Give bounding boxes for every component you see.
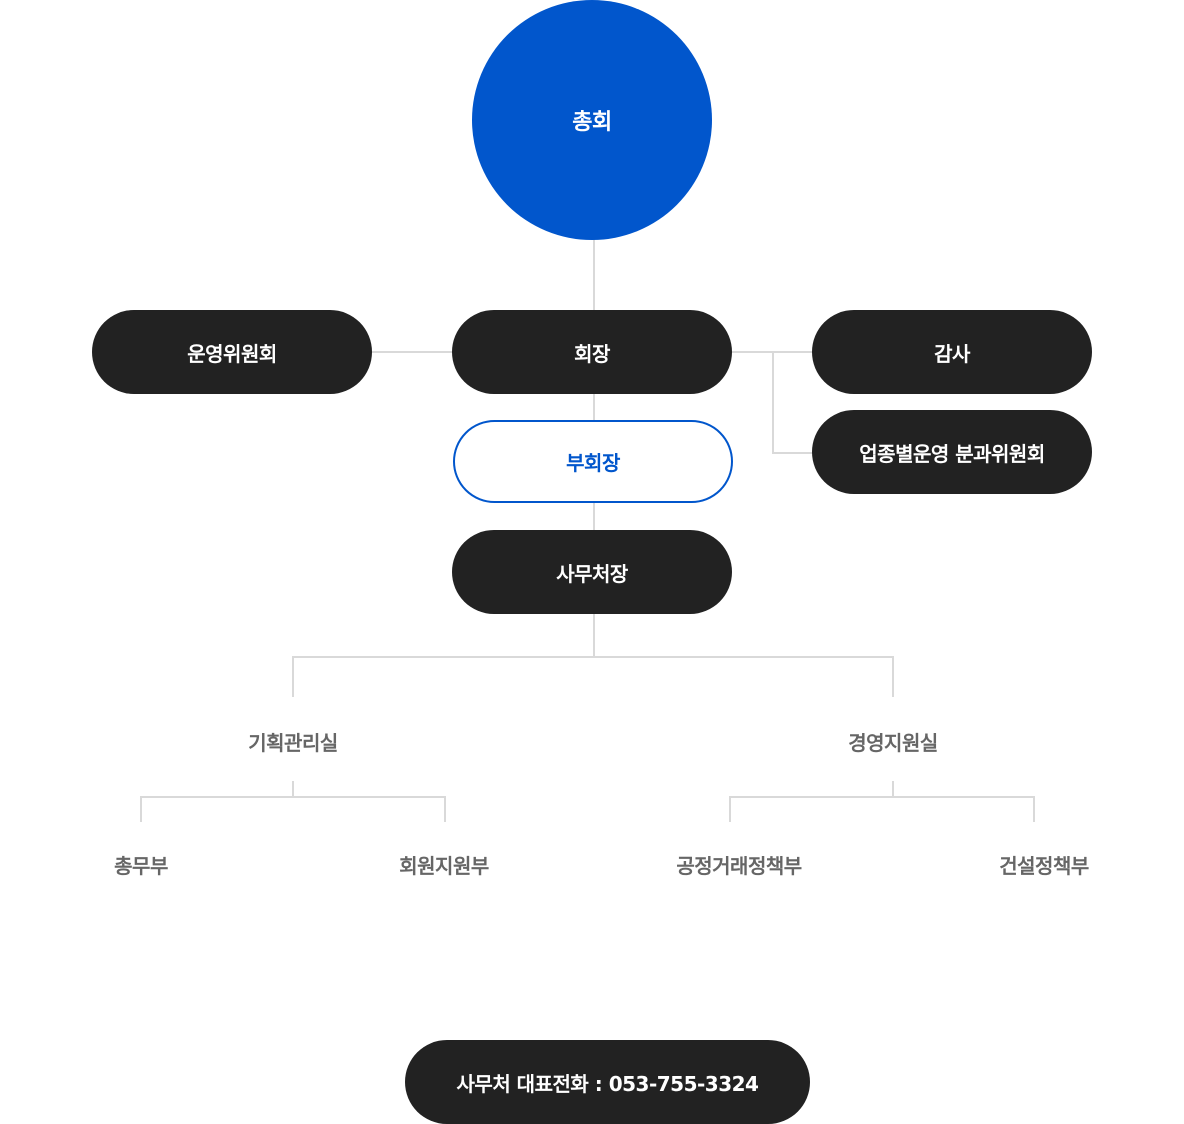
planning-office-label: 기획관리실 — [248, 731, 338, 755]
connector-assembly-chairman — [593, 239, 595, 311]
member-support-label: 회원지원부 — [399, 854, 489, 878]
connector-offices-horizontal — [292, 656, 894, 658]
general-affairs-label: 총무부 — [114, 854, 168, 878]
connector-management-drop — [892, 656, 894, 697]
connector-construction-drop — [1033, 796, 1035, 822]
auditor-node: 감사 — [812, 310, 1092, 394]
industry-committee-node: 업종별운영 분과위원회 — [812, 410, 1092, 494]
connector-planning-sub — [292, 781, 294, 797]
vice-chairman-node: 부회장 — [453, 420, 733, 503]
connector-management-sub — [892, 781, 894, 797]
connector-branch-industry — [772, 452, 813, 454]
secretary-general-node: 사무처장 — [452, 530, 732, 614]
fair-trade-policy-label: 공정거래정책부 — [676, 854, 802, 878]
management-office-label: 경영지원실 — [848, 731, 938, 755]
connector-member-support-drop — [444, 796, 446, 822]
connector-chairman-vice — [593, 393, 595, 421]
connector-management-depts — [729, 796, 1035, 798]
connector-fair-trade-drop — [729, 796, 731, 822]
general-assembly-node: 총회 — [472, 0, 712, 240]
operating-committee-node: 운영위원회 — [92, 310, 372, 394]
connector-planning-drop — [292, 656, 294, 697]
chairman-node: 회장 — [452, 310, 732, 394]
contact-phone-badge: 사무처 대표전화 : 053-755-3324 — [405, 1040, 810, 1124]
connector-vice-secretary — [593, 502, 595, 531]
connector-secretary-down — [593, 613, 595, 657]
construction-policy-label: 건설정책부 — [999, 854, 1089, 878]
connector-planning-depts — [140, 796, 446, 798]
connector-auditor-branch — [772, 351, 774, 453]
connector-general-affairs-drop — [140, 796, 142, 822]
connector-committee-chairman — [371, 351, 453, 353]
